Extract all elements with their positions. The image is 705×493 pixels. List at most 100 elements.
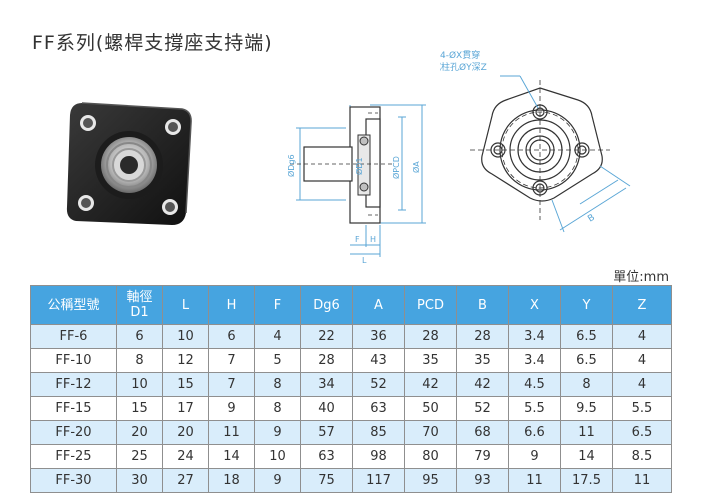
table-cell: 6.5 bbox=[560, 324, 613, 349]
table-cell: 20 bbox=[116, 420, 163, 445]
front-view-drawing: 4-ØX貫穿 沉柱孔ØY深Z B bbox=[440, 49, 631, 233]
table-cell: 4.5 bbox=[508, 372, 561, 397]
table-cell: 5.5 bbox=[612, 396, 672, 421]
table-cell: 8 bbox=[254, 396, 301, 421]
model-cell: FF-6 bbox=[30, 324, 117, 349]
table-cell: 14 bbox=[208, 444, 255, 469]
dim-pcd-label: ØPCD bbox=[391, 156, 401, 179]
table-cell: 63 bbox=[300, 444, 353, 469]
table-header-cell: X bbox=[508, 285, 561, 325]
table-cell: 95 bbox=[404, 468, 457, 493]
table-header-cell: H bbox=[208, 285, 255, 325]
table-cell: 24 bbox=[162, 444, 209, 469]
table-header-cell: Dg6 bbox=[300, 285, 353, 325]
table-header-cell: PCD bbox=[404, 285, 457, 325]
table-cell: 20 bbox=[162, 420, 209, 445]
model-cell: FF-10 bbox=[30, 348, 117, 373]
table-cell: 68 bbox=[456, 420, 509, 445]
table-cell: 6.5 bbox=[612, 420, 672, 445]
model-cell: FF-25 bbox=[30, 444, 117, 469]
table-cell: 27 bbox=[162, 468, 209, 493]
table-cell: 11 bbox=[612, 468, 672, 493]
table-cell: 35 bbox=[456, 348, 509, 373]
table-cell: 8 bbox=[560, 372, 613, 397]
table-cell: 36 bbox=[352, 324, 405, 349]
table-cell: 5.5 bbox=[508, 396, 561, 421]
table-cell: 93 bbox=[456, 468, 509, 493]
table-cell: 4 bbox=[612, 348, 672, 373]
dim-b-label: B bbox=[586, 213, 597, 225]
table-cell: 10 bbox=[162, 324, 209, 349]
table-cell: 18 bbox=[208, 468, 255, 493]
table-cell: 12 bbox=[162, 348, 209, 373]
table-cell: 5 bbox=[254, 348, 301, 373]
model-cell: FF-15 bbox=[30, 396, 117, 421]
table-cell: 10 bbox=[254, 444, 301, 469]
table-cell: 11 bbox=[208, 420, 255, 445]
dim-h-label: H bbox=[370, 235, 376, 244]
table-cell: 8 bbox=[116, 348, 163, 373]
table-cell: 4 bbox=[612, 324, 672, 349]
table-cell: 9.5 bbox=[560, 396, 613, 421]
table-cell: 17 bbox=[162, 396, 209, 421]
table-cell: 8.5 bbox=[612, 444, 672, 469]
table-cell: 42 bbox=[456, 372, 509, 397]
table-cell: 80 bbox=[404, 444, 457, 469]
model-cell: FF-12 bbox=[30, 372, 117, 397]
dim-d1-label: ØD1 bbox=[354, 157, 364, 175]
table-cell: 8 bbox=[254, 372, 301, 397]
model-cell: FF-30 bbox=[30, 468, 117, 493]
table-cell: 70 bbox=[404, 420, 457, 445]
hole-note-line1: 4-ØX貫穿 bbox=[440, 49, 480, 61]
table-cell: 9 bbox=[508, 444, 561, 469]
table-cell: 15 bbox=[116, 396, 163, 421]
table-header-cell: A bbox=[352, 285, 405, 325]
table-cell: 40 bbox=[300, 396, 353, 421]
table-cell: 3.4 bbox=[508, 324, 561, 349]
table-header-cell: 公稱型號 bbox=[30, 285, 117, 325]
table-cell: 6 bbox=[116, 324, 163, 349]
table-cell: 52 bbox=[352, 372, 405, 397]
table-cell: 43 bbox=[352, 348, 405, 373]
dim-f-label: F bbox=[355, 235, 360, 244]
table-cell: 6 bbox=[208, 324, 255, 349]
table-cell: 4 bbox=[254, 324, 301, 349]
table-cell: 22 bbox=[300, 324, 353, 349]
table-header-cell: Y bbox=[560, 285, 613, 325]
table-cell: 9 bbox=[254, 468, 301, 493]
product-photo bbox=[66, 102, 192, 225]
table-cell: 15 bbox=[162, 372, 209, 397]
table-cell: 17.5 bbox=[560, 468, 613, 493]
table-cell: 14 bbox=[560, 444, 613, 469]
page-title: FF系列(螺桿支撐座支持端) bbox=[32, 32, 273, 54]
table-cell: 9 bbox=[254, 420, 301, 445]
table-cell: 4 bbox=[612, 372, 672, 397]
table-cell: 57 bbox=[300, 420, 353, 445]
table-cell: 9 bbox=[208, 396, 255, 421]
table-cell: 63 bbox=[352, 396, 405, 421]
table-cell: 34 bbox=[300, 372, 353, 397]
table-cell: 117 bbox=[352, 468, 405, 493]
table-header-cell: Z bbox=[612, 285, 672, 325]
table-cell: 42 bbox=[404, 372, 457, 397]
table-cell: 7 bbox=[208, 348, 255, 373]
unit-label: 單位:mm bbox=[613, 270, 669, 285]
table-cell: 35 bbox=[404, 348, 457, 373]
dim-l-label: L bbox=[362, 256, 367, 265]
section-view-drawing: ØDg6 ØD1 ØPCD ØA F H L bbox=[286, 104, 426, 265]
model-cell: FF-20 bbox=[30, 420, 117, 445]
table-cell: 6.5 bbox=[560, 348, 613, 373]
table-cell: 10 bbox=[116, 372, 163, 397]
table-cell: 6.6 bbox=[508, 420, 561, 445]
table-cell: 25 bbox=[116, 444, 163, 469]
table-cell: 11 bbox=[560, 420, 613, 445]
table-cell: 28 bbox=[456, 324, 509, 349]
